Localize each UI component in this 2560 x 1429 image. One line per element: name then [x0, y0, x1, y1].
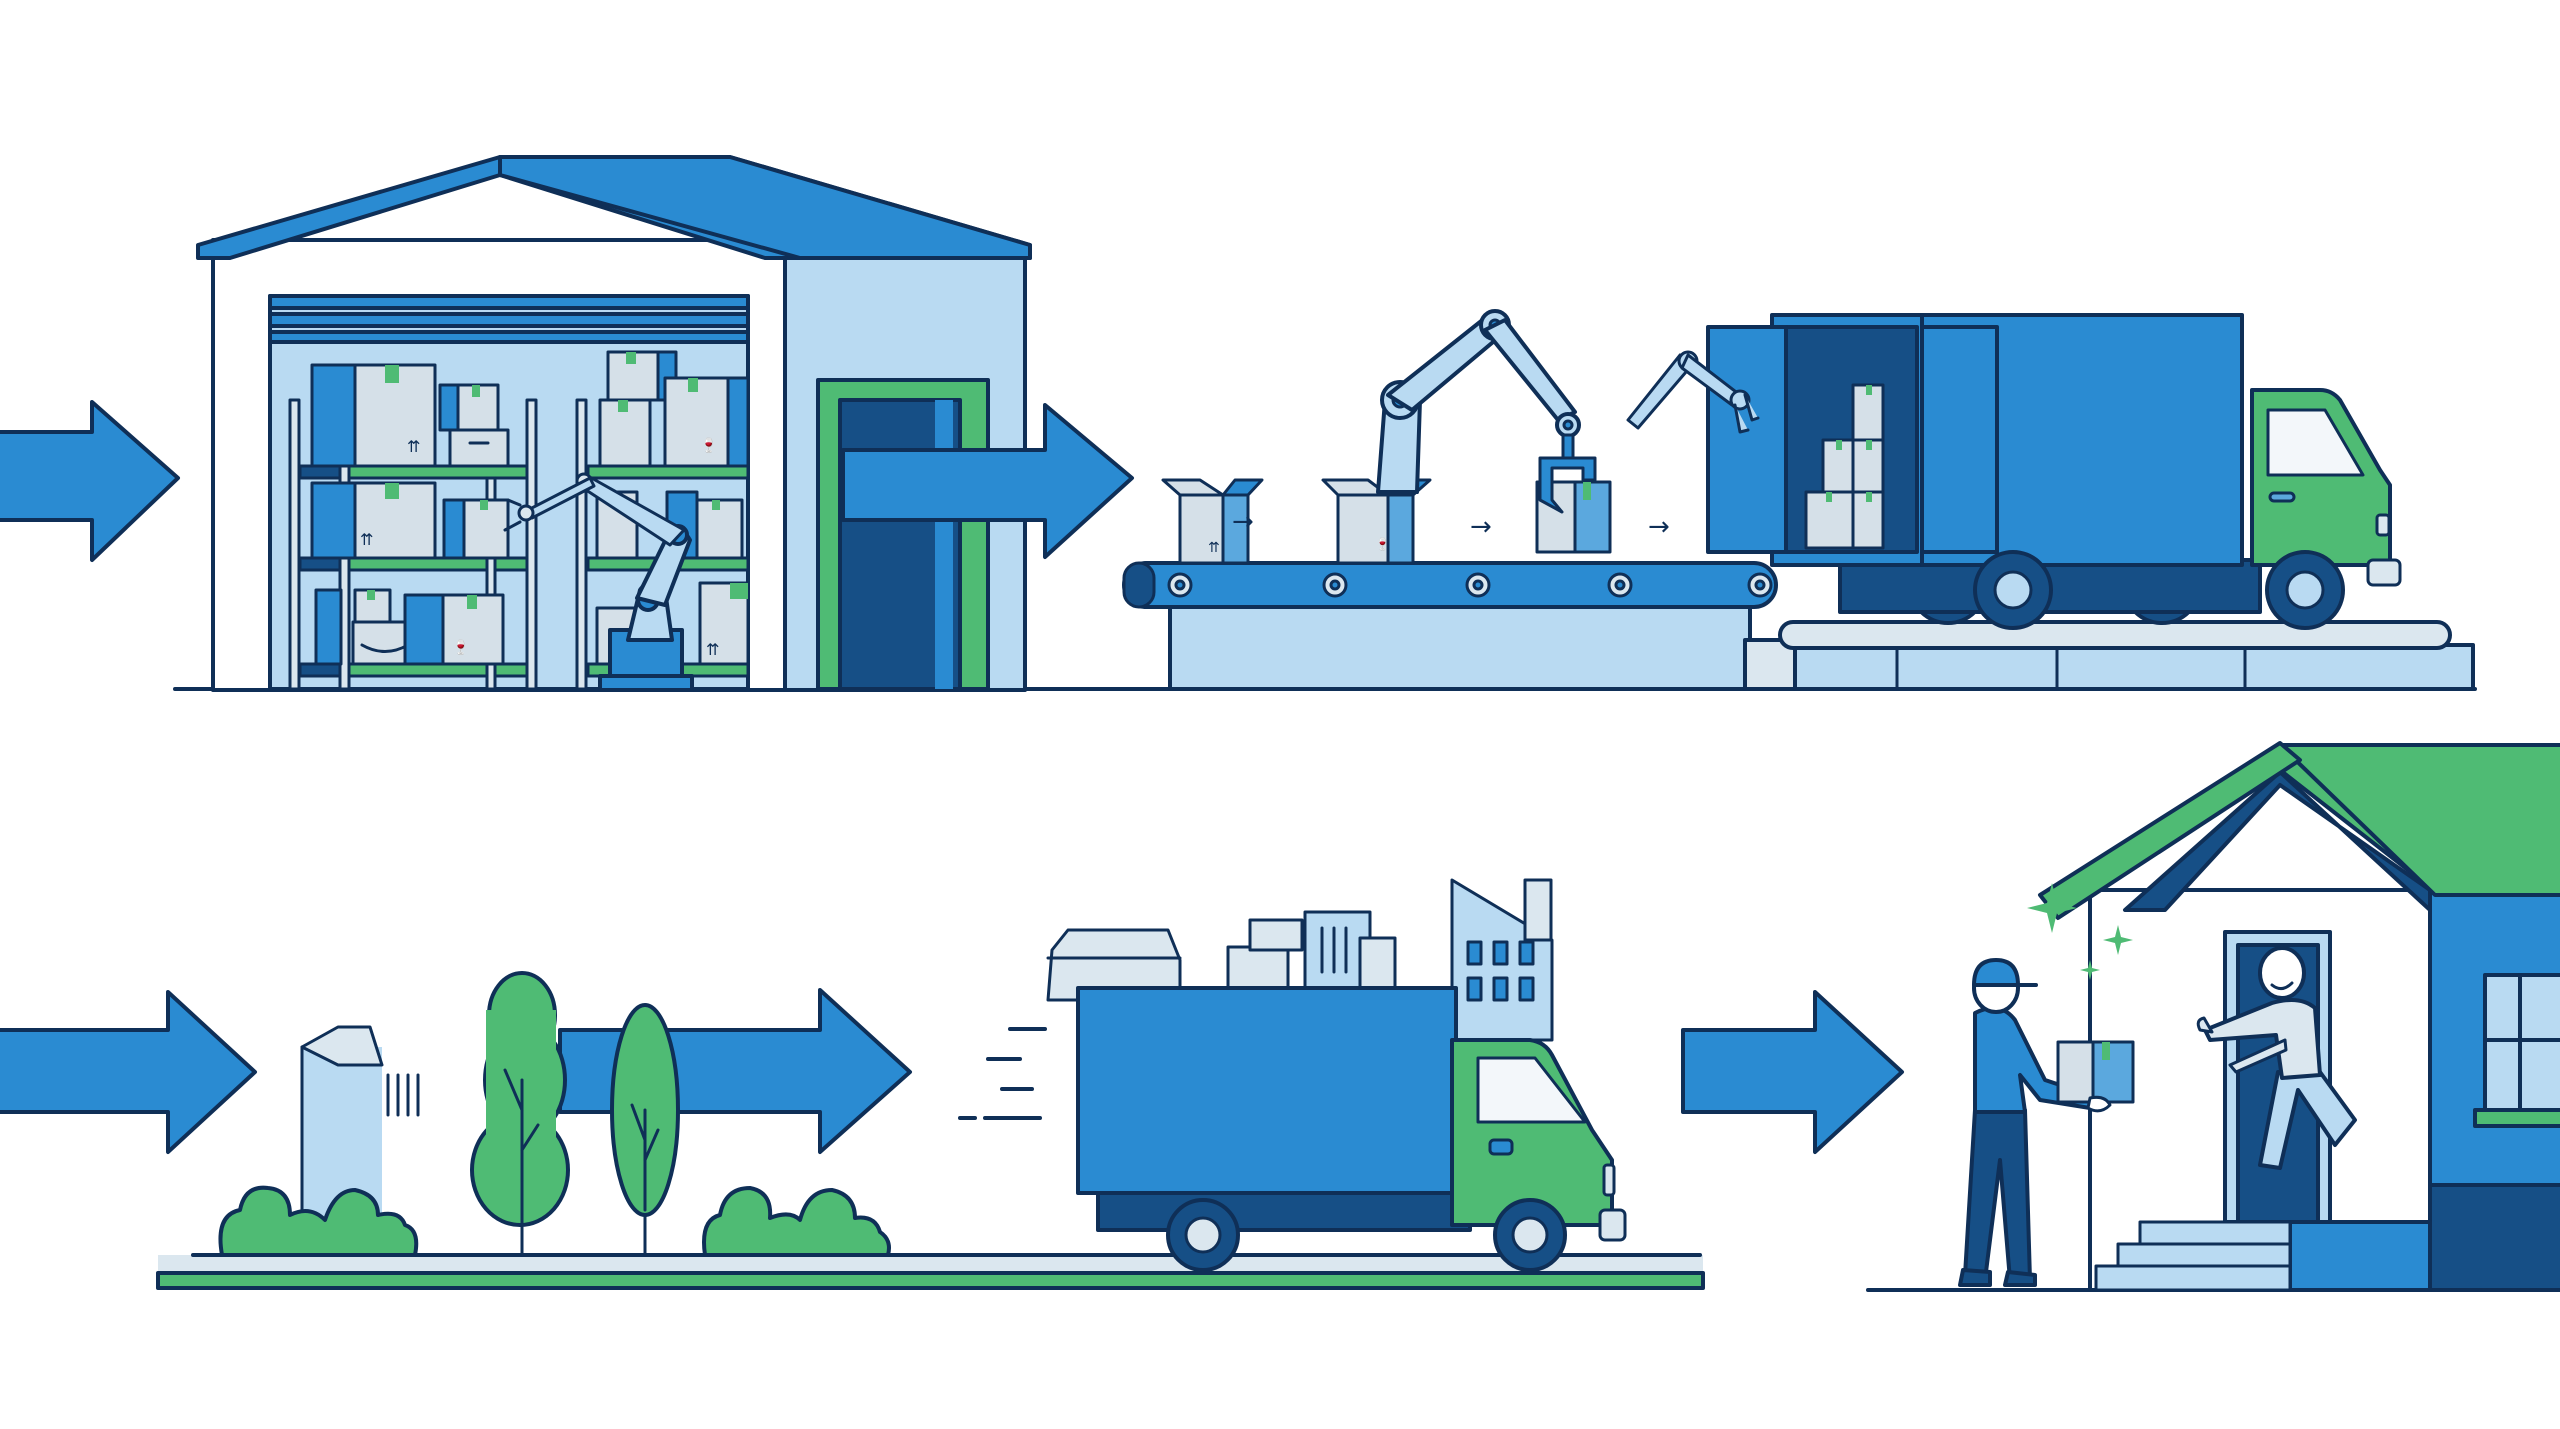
fragile-icon: 🍷 — [1375, 537, 1390, 551]
customer-figure — [2196, 946, 2357, 1170]
warehouse: ⇈ 🍷 ⇈ — [173, 155, 2477, 692]
bushes — [218, 1185, 891, 1257]
open-box: ⇈ — [1161, 478, 1264, 565]
transit-truck — [1076, 986, 1627, 1272]
flow-arrow-entry-row1 — [0, 400, 180, 562]
this-side-up-icon: ⇈ — [407, 437, 420, 456]
open-box: 🍷 — [1321, 478, 1432, 565]
storage-bay: ⇈ 🍷 ⇈ — [268, 294, 750, 692]
conveyor-belt — [1122, 561, 1778, 609]
tree — [470, 971, 570, 1257]
speed-lines — [958, 1027, 1047, 1120]
sealed-box — [1535, 480, 1612, 554]
robotic-picking-arm — [503, 472, 694, 692]
truck-wheel — [1493, 1198, 1567, 1272]
loaded-boxes — [1804, 383, 1885, 550]
direction-arrow-icon: → — [1232, 507, 1254, 537]
this-side-up-icon: ⇈ — [1208, 540, 1220, 556]
loading-dock-platform — [1743, 620, 2475, 691]
house — [2038, 741, 2560, 1292]
sparkle-icon — [2027, 883, 2133, 980]
direction-arrow-icon: → — [1470, 512, 1492, 542]
this-side-up-icon: ⇈ — [360, 530, 373, 549]
suburban-scene — [156, 971, 1705, 1290]
house-window — [2473, 973, 2560, 1128]
truck-wheel — [1166, 1198, 1240, 1272]
stored-boxes: ⇈ 🍷 ⇈ — [310, 350, 750, 666]
truck-cab — [1450, 1038, 1627, 1242]
flow-arrow-transit-to-delivery — [1681, 990, 1904, 1154]
delivered-package — [2056, 1040, 2135, 1104]
courier-figure — [1958, 958, 2135, 1287]
this-side-up-icon: ⇈ — [706, 640, 719, 659]
loading-truck — [1626, 313, 2475, 691]
truck-wheel — [2265, 550, 2345, 630]
loading-dock-door — [816, 378, 990, 691]
direction-arrow-icon: → — [1648, 512, 1670, 542]
truck-cab — [2250, 388, 2402, 587]
front-steps — [2094, 1220, 2432, 1292]
fragile-icon: 🍷 — [452, 639, 469, 656]
fragile-icon: 🍷 — [700, 437, 717, 454]
robotic-packing-arm — [1376, 309, 1597, 514]
city-skyline — [1046, 878, 1554, 1042]
packing-station: ⇈ 🍷 → → → — [1122, 309, 1778, 691]
robotic-loading-arm — [1626, 350, 1760, 434]
tree — [610, 1003, 680, 1257]
flow-arrow-warehouse-to-packing — [841, 403, 1134, 559]
flow-arrow-entry-row2 — [0, 990, 257, 1154]
truck-wheel — [1973, 550, 2053, 630]
delivery-scene — [1866, 741, 2560, 1292]
warehouse-roof — [196, 155, 1032, 260]
